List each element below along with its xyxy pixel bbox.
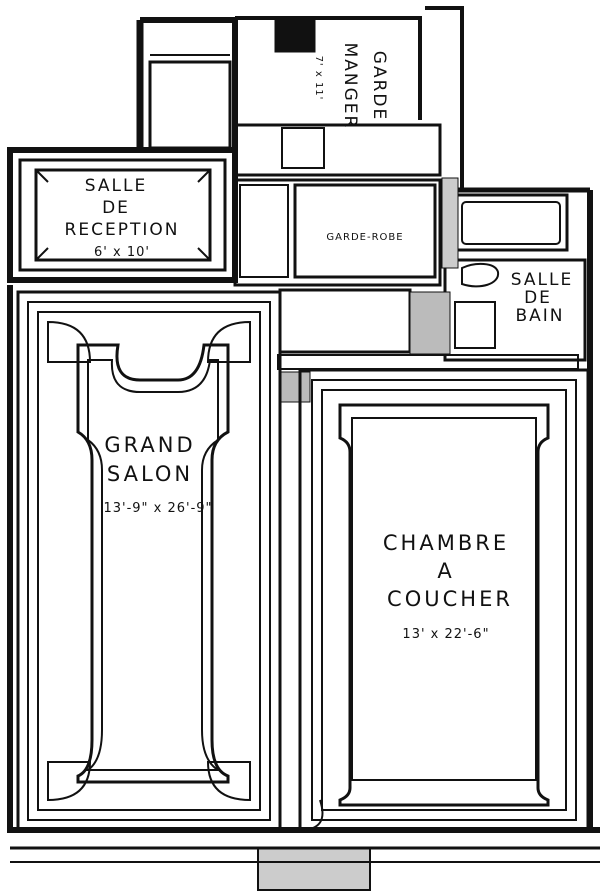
wardrobe-outline [233, 178, 442, 287]
reception-room-outline [18, 158, 227, 272]
reception-label-3: RECEPTION [65, 220, 180, 240]
pantry-label-1: GARDE [369, 51, 389, 121]
reception-dims: 6' x 10' [94, 245, 150, 260]
bath-label-1: SALLE [511, 270, 573, 290]
bedroom-dims: 13' x 22'-6" [402, 627, 489, 642]
salon-label-2: SALON [107, 462, 193, 486]
wardrobe-label: GARDE-ROBE [326, 232, 403, 243]
salon-label-1: GRAND [104, 433, 195, 457]
salon-panel-frame [16, 290, 282, 832]
bedroom-panel-frame [298, 368, 590, 832]
bedroom-label-2: A [437, 559, 454, 583]
bath-label-2: DE [524, 288, 552, 308]
pantry-dims: 7' x 11' [313, 56, 324, 101]
pantry-outline [148, 19, 442, 177]
bedroom-label-3: COUCHER [387, 587, 513, 611]
reception-label-2: DE [102, 198, 130, 218]
reception-label-1: SALLE [85, 176, 147, 196]
bath-label-3: BAIN [515, 306, 564, 326]
entry-threshold [10, 846, 600, 891]
salon-dims: 13'-9" x 26'-9" [103, 501, 212, 516]
bedroom-label-1: CHAMBRE [383, 531, 509, 555]
pantry-label-2: MANGER [340, 43, 360, 130]
